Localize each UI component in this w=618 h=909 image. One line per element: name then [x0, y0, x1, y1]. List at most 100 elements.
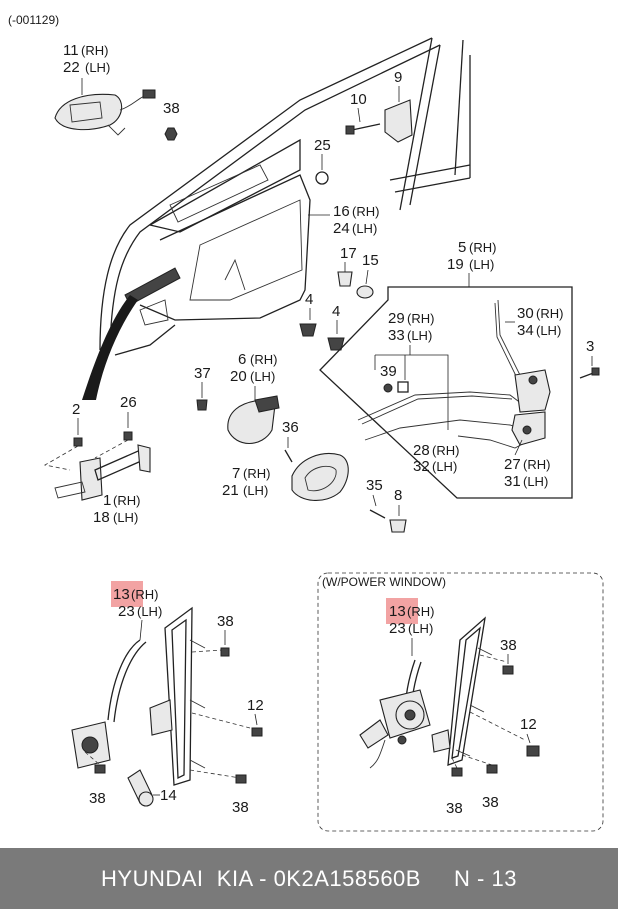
grommet-icon [356, 285, 374, 299]
svg-text:(RH): (RH) [469, 240, 496, 255]
manual-regulator-icon [71, 606, 206, 786]
svg-text:(LH): (LH) [432, 459, 457, 474]
svg-text:20: 20 [230, 368, 247, 385]
lock-assembly-box [319, 286, 573, 499]
label-27-31: 27 (RH) 31 (LH) [504, 456, 550, 490]
label-10: 10 [350, 91, 367, 108]
actuator-icon [514, 369, 551, 413]
footer-part-number: HYUNDAI KIA - 0K2A158560B N - 13 [101, 865, 517, 891]
svg-text:(LH): (LH) [250, 369, 275, 384]
screw-icon-35 [369, 509, 386, 519]
label-16-24: 16 (RH) 24 (LH) [333, 203, 379, 237]
svg-text:(RH): (RH) [536, 306, 563, 321]
label-14: 14 [160, 787, 177, 804]
bolt-icon-12b [526, 745, 540, 757]
svg-text:(RH): (RH) [432, 443, 459, 458]
label-1-18: 1 (RH) 18 (LH) [93, 492, 140, 526]
label-39: 39 [380, 363, 397, 380]
svg-text:21: 21 [222, 482, 239, 499]
highlight-13-b [386, 598, 418, 624]
clip-icon [337, 271, 353, 287]
label-6-20: 6 (RH) 20 (LH) [230, 351, 277, 385]
svg-text:32: 32 [413, 458, 430, 475]
svg-text:16: 16 [333, 203, 350, 220]
svg-text:7: 7 [232, 465, 240, 482]
clip-icon-b [327, 337, 345, 351]
label-2: 2 [72, 401, 80, 418]
label-8: 8 [394, 487, 402, 504]
svg-text:29: 29 [388, 310, 405, 327]
plug-icon [315, 171, 329, 185]
label-3: 3 [586, 338, 594, 355]
footer-bar: HYUNDAI KIA - 0K2A158560B N - 13 [0, 848, 618, 909]
label-12-manual: 12 [247, 697, 264, 714]
svg-text:1: 1 [103, 492, 111, 509]
outside-handle-part [54, 78, 156, 136]
nut-icon [164, 127, 178, 141]
door-frame [82, 37, 471, 400]
door-checker-icon [54, 444, 151, 501]
svg-text:22: 22 [63, 59, 80, 76]
svg-text:(RH): (RH) [250, 352, 277, 367]
svg-text:24: 24 [333, 220, 350, 237]
label-17: 17 [340, 245, 357, 262]
svg-text:(LH): (LH) [407, 328, 432, 343]
label-38-manual-right: 38 [232, 799, 249, 816]
label-5-19: 5 (RH) 19 (LH) [447, 239, 496, 273]
bolt-icon-12a [251, 727, 263, 737]
hinge-icon [384, 99, 413, 143]
parts-diagram: (-001129) 11 (RH) 22 (LH) 38 [8, 13, 604, 832]
svg-text:18: 18 [93, 509, 110, 526]
label-38-manual-left: 38 [89, 790, 106, 807]
svg-text:6: 6 [238, 351, 246, 368]
svg-text:13: 13 [113, 586, 130, 603]
svg-text:(RH): (RH) [352, 204, 379, 219]
svg-text:(RH): (RH) [523, 457, 550, 472]
svg-text:30: 30 [517, 305, 534, 322]
svg-text:23: 23 [118, 603, 135, 620]
svg-text:(LH): (LH) [85, 60, 110, 75]
svg-text:28: 28 [413, 442, 430, 459]
clip-icon-a [299, 323, 317, 337]
screw-icon-36 [284, 449, 293, 463]
svg-text:(RH): (RH) [113, 493, 140, 508]
svg-text:(RH): (RH) [81, 43, 108, 58]
svg-text:(LH): (LH) [408, 621, 433, 636]
nut-icon-38b [220, 647, 230, 657]
svg-text:(RH): (RH) [407, 311, 434, 326]
nut-icon-38c [94, 764, 106, 774]
svg-text:(RH): (RH) [407, 604, 434, 619]
nut-icon-38e [502, 665, 514, 675]
clip-icon-37 [196, 399, 208, 411]
label-15: 15 [362, 252, 379, 269]
label-38-power-right: 38 [482, 794, 499, 811]
label-4b: 4 [332, 303, 340, 320]
svg-text:(RH): (RH) [243, 466, 270, 481]
highlight-13-a [111, 581, 143, 607]
label-38-power-left: 38 [446, 800, 463, 817]
svg-text:27: 27 [504, 456, 521, 473]
label-29-33: 29 (RH) 33 (LH) [388, 310, 434, 344]
label-38-handle: 38 [163, 100, 180, 117]
svg-text:23: 23 [389, 620, 406, 637]
svg-text:31: 31 [504, 473, 521, 490]
label-28-32: 28 (RH) 32 (LH) [413, 442, 459, 475]
crank-handle-icon [127, 769, 154, 807]
svg-text:11: 11 [63, 42, 79, 59]
cap-icon [389, 519, 407, 533]
label-38-power-top: 38 [500, 637, 517, 654]
svg-text:(LH): (LH) [469, 257, 494, 272]
svg-text:(LH): (LH) [536, 323, 561, 338]
svg-text:13: 13 [389, 603, 406, 620]
label-35: 35 [366, 477, 383, 494]
header-code: (-001129) [8, 13, 59, 27]
nut-icon-38d [235, 774, 247, 784]
svg-text:(LH): (LH) [352, 221, 377, 236]
svg-text:5: 5 [458, 239, 466, 256]
label-9: 9 [394, 69, 402, 86]
bolt-icon [351, 123, 381, 131]
bolt-icon-26 [123, 431, 133, 441]
svg-text:(LH): (LH) [523, 474, 548, 489]
label-25: 25 [314, 137, 331, 154]
label-12-power: 12 [520, 716, 537, 733]
